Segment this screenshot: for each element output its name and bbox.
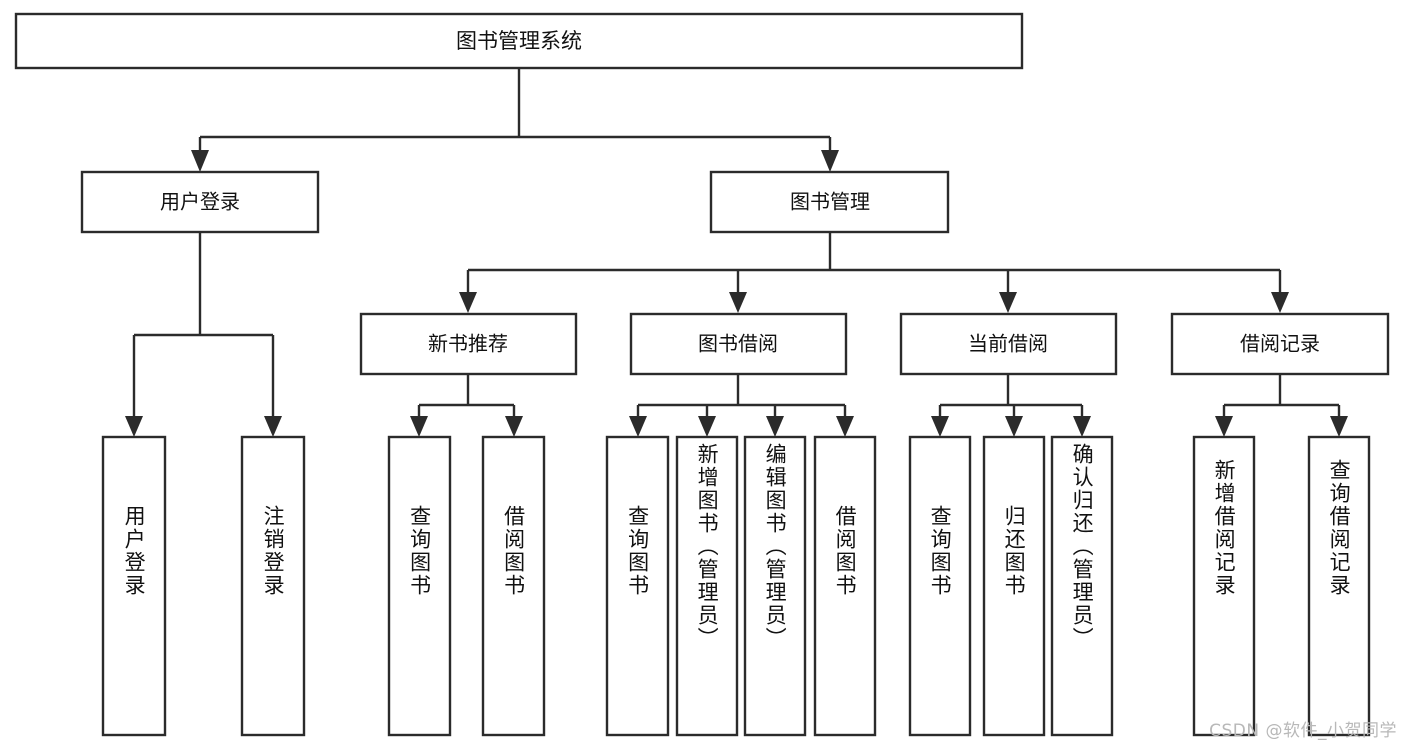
leaf-box-add-record[interactable] [1192, 435, 1256, 737]
arrow-head-leaf-add-record [1215, 416, 1233, 437]
arrow-head-leaf-user-login [125, 416, 143, 437]
leaf-box-return-book[interactable] [982, 435, 1046, 737]
arrow-head-leaf-add-book [698, 416, 716, 437]
connector-group-new-book-rec [410, 375, 523, 437]
node-book-borrow-label: 图书借阅 [698, 332, 778, 356]
node-borrow-record[interactable] [1170, 312, 1390, 376]
node-book-management[interactable] [709, 170, 950, 234]
connector-group-user-login [125, 232, 282, 437]
leaf-box-user-login[interactable] [101, 435, 167, 737]
node-book-management-label: 图书管理 [790, 190, 870, 214]
node-current-borrow-label: 当前借阅 [968, 332, 1048, 356]
leaf-box-confirm-return[interactable] [1050, 435, 1114, 737]
arrow-head-leaf-logout [264, 416, 282, 437]
arrow-head-current-borrow [999, 292, 1017, 313]
connector-group-root [191, 68, 839, 172]
leaf-box-borrow-book-b[interactable] [813, 435, 877, 737]
arrow-head-leaf-query-book-a [410, 416, 428, 437]
arrow-head-leaf-query-record [1330, 416, 1348, 437]
leaf-box-query-book-c[interactable] [908, 435, 972, 737]
arrow-head-leaf-edit-book [766, 416, 784, 437]
arrow-head-leaf-query-book-c [931, 416, 949, 437]
arrow-head-leaf-confirm-return [1073, 416, 1091, 437]
leaf-box-borrow-book-a[interactable] [481, 435, 546, 737]
leaf-box-edit-book[interactable] [743, 435, 807, 737]
node-user-login[interactable] [80, 170, 320, 234]
node-new-book-recommend-label: 新书推荐 [428, 332, 508, 356]
connector-group-borrow-record [1215, 375, 1348, 437]
arrow-head-leaf-query-book-b [629, 416, 647, 437]
arrow-head-leaf-borrow-book-a [505, 416, 523, 437]
leaf-box-logout[interactable] [240, 435, 306, 737]
leaf-box-query-book-a[interactable] [387, 435, 452, 737]
arrow-head-leaf-return-book [1005, 416, 1023, 437]
connector-group-current-borrow [931, 375, 1091, 437]
node-root-book-system[interactable] [14, 12, 1024, 70]
arrow-head-new-book-rec [459, 292, 477, 313]
leaf-box-query-book-b[interactable] [605, 435, 670, 737]
leaf-box-add-book[interactable] [675, 435, 739, 737]
node-borrow-record-label: 借阅记录 [1240, 332, 1320, 356]
arrow-head-leaf-borrow-book-b [836, 416, 854, 437]
arrow-head-book-manage [821, 150, 839, 172]
connector-group-book-manage [459, 232, 1289, 313]
watermark-text: CSDN @软件_小贺同学 [1209, 721, 1397, 741]
arrow-head-borrow-record [1271, 292, 1289, 313]
node-root-label: 图书管理系统 [456, 29, 582, 53]
node-book-borrow[interactable] [629, 312, 848, 376]
node-new-book-recommend[interactable] [359, 312, 578, 376]
node-current-borrow[interactable] [899, 312, 1118, 376]
arrow-head-book-borrow [729, 292, 747, 313]
connector-group-book-borrow [629, 375, 854, 437]
leaf-box-query-record[interactable] [1307, 435, 1371, 737]
arrow-head-user-login [191, 150, 209, 172]
node-user-login-label: 用户登录 [160, 190, 240, 214]
